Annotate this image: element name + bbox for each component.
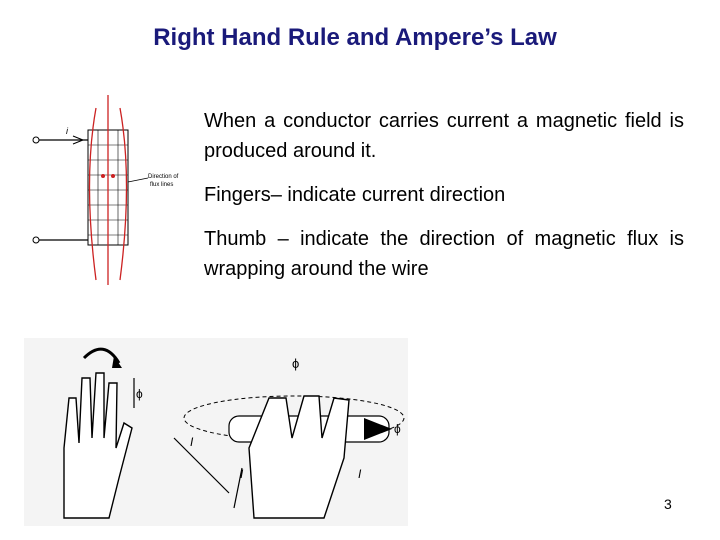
bullet-list: When a conductor carries current a magne…	[204, 106, 684, 298]
bullet-1: When a conductor carries current a magne…	[204, 106, 684, 166]
flux-label-2: flux lines	[150, 182, 173, 188]
bullet-3: Thumb – indicate the direction of magnet…	[204, 224, 684, 284]
phi-left: ϕ	[136, 387, 143, 401]
page-number: 3	[664, 496, 672, 512]
bullet-2: Fingers– indicate current direction	[204, 180, 684, 210]
current-label: i	[66, 126, 69, 136]
conductor-field-diagram: i Direction of flux lines	[28, 90, 198, 290]
phi-right: ϕ	[394, 422, 401, 436]
terminal-top	[33, 137, 39, 143]
terminal-bottom	[33, 237, 39, 243]
slide-title: Right Hand Rule and Ampere’s Law	[0, 24, 710, 52]
flux-label-1: Direction of	[148, 174, 179, 180]
phi-top: ϕ	[292, 356, 299, 371]
right-hand-rule-figure: ϕ I ϕ ϕ I I	[24, 338, 408, 526]
